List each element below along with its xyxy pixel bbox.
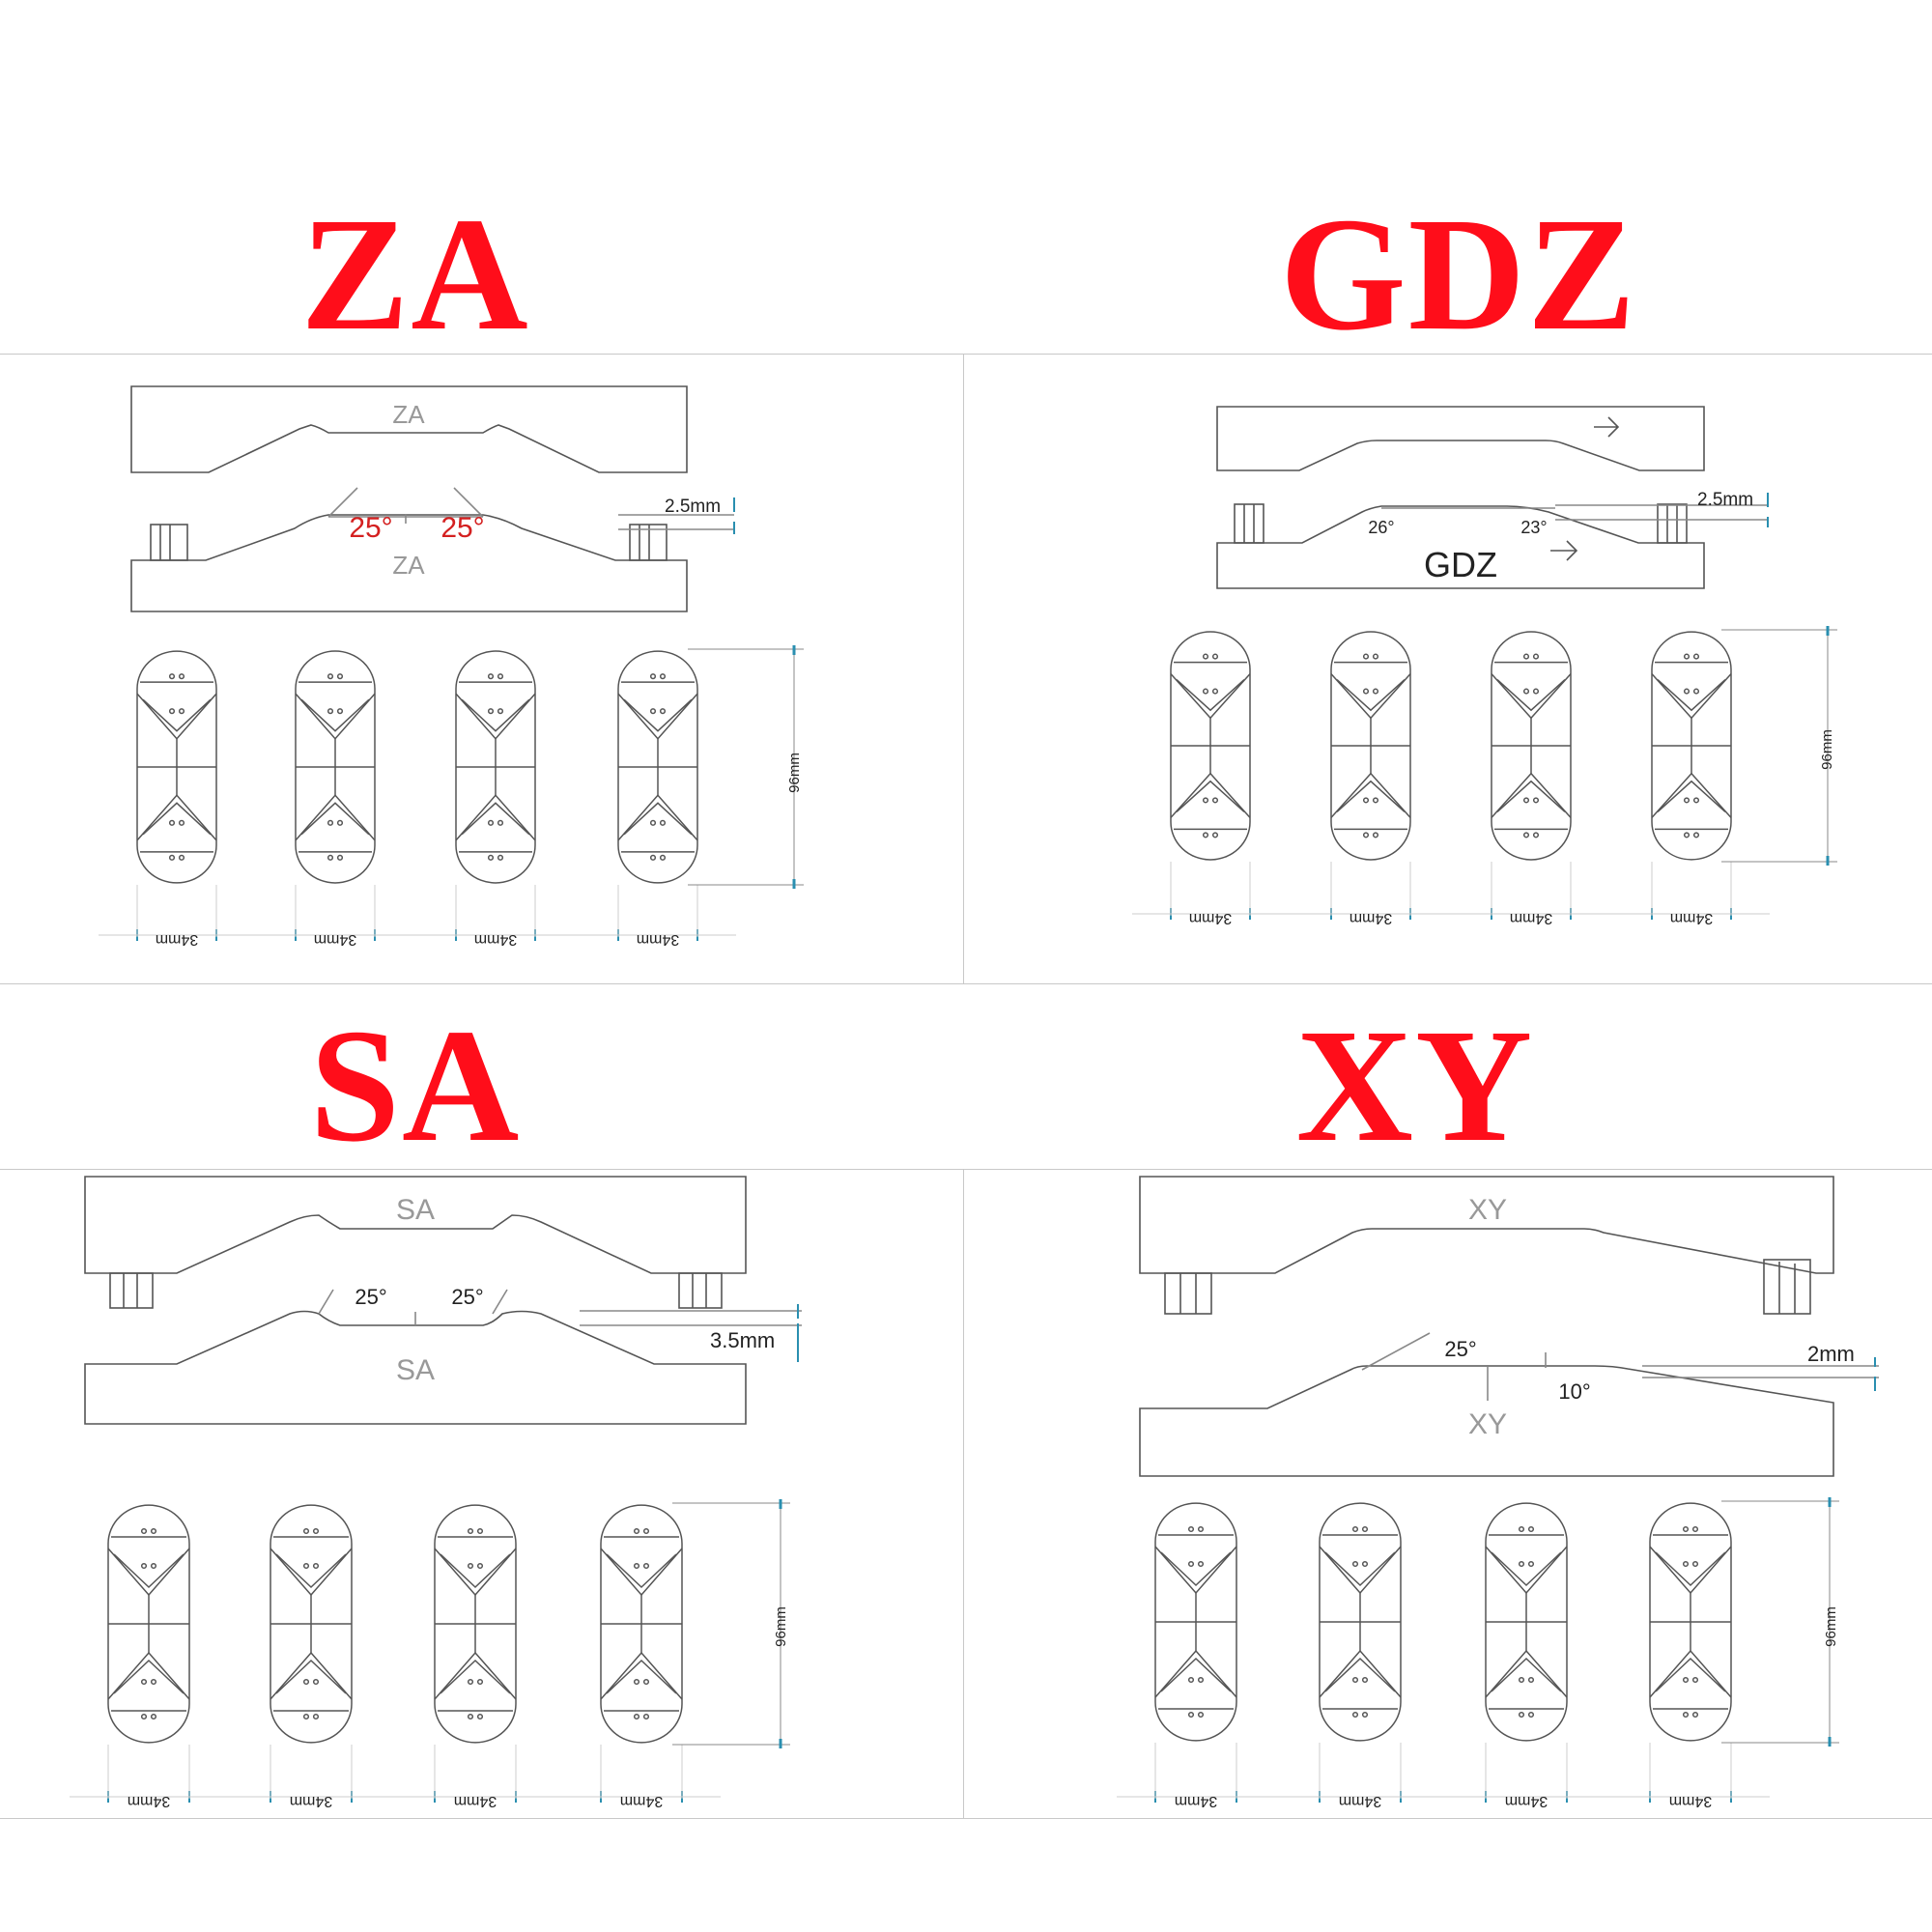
panel-divider-vertical-top bbox=[963, 354, 964, 983]
panel-divider-middle bbox=[0, 983, 966, 984]
section-title-sa: SA bbox=[309, 996, 522, 1176]
panel-divider-top bbox=[0, 354, 1932, 355]
deck-width-label: 34mm bbox=[290, 1793, 332, 1809]
arrow-icon bbox=[1550, 540, 1578, 561]
deck-width-ticks bbox=[434, 1745, 517, 1803]
gdz-gap-dimension: 2.5mm bbox=[1697, 490, 1753, 510]
xy-top-mold bbox=[1139, 1176, 1834, 1274]
gdz-mold-drawing bbox=[1216, 406, 1768, 589]
panel-divider-lower bbox=[0, 1169, 1932, 1170]
xy-angle-left: 25° bbox=[1444, 1337, 1476, 1361]
deck-width-label: 34mm bbox=[637, 931, 679, 948]
sa-angle-right: 25° bbox=[451, 1285, 483, 1309]
xy-length-dimension: 96mm bbox=[1823, 1606, 1839, 1647]
deck-width-label: 34mm bbox=[454, 1793, 497, 1809]
deck-width-label: 34mm bbox=[1669, 1793, 1712, 1809]
xy-pin-right bbox=[1763, 1259, 1811, 1315]
sa-gap-dimension: 3.5mm bbox=[710, 1328, 775, 1352]
deck-width-label: 34mm bbox=[1350, 910, 1392, 926]
sa-mold-drawing bbox=[84, 1176, 802, 1425]
deck-width-label: 34mm bbox=[474, 931, 517, 948]
za-pin-right bbox=[629, 524, 668, 561]
deck-width-label: 34mm bbox=[314, 931, 356, 948]
sa-top-mold bbox=[84, 1176, 747, 1274]
sa-bottom-mold-label: SA bbox=[396, 1354, 435, 1386]
xy-gap-dimension: 2mm bbox=[1807, 1342, 1855, 1366]
deck-width-label: 34mm bbox=[1670, 910, 1713, 926]
sa-pin-right bbox=[678, 1272, 723, 1309]
deck-top-view bbox=[434, 1504, 517, 1744]
gdz-angle-right: 23° bbox=[1520, 518, 1547, 537]
xy-angle-right: 10° bbox=[1558, 1379, 1590, 1404]
arrow-icon bbox=[1594, 416, 1620, 438]
deck-top-view bbox=[1170, 631, 1251, 861]
panel-divider-vertical-bottom bbox=[963, 1169, 964, 1818]
za-top-mold-label: ZA bbox=[392, 400, 425, 429]
sa-angle-left: 25° bbox=[355, 1285, 386, 1309]
deck-top-view bbox=[455, 650, 536, 884]
deck-width-label: 34mm bbox=[620, 1793, 663, 1809]
deck-top-view bbox=[295, 650, 376, 884]
deck-top-view bbox=[1330, 631, 1411, 861]
section-title-gdz: GDZ bbox=[1279, 185, 1638, 364]
panel-divider-bottom bbox=[0, 1818, 1932, 1819]
gdz-pin-left bbox=[1234, 503, 1264, 544]
deck-length-dimension-line bbox=[1132, 626, 1837, 915]
deck-width-label: 34mm bbox=[1339, 1793, 1381, 1809]
sa-length-dimension: 96mm bbox=[773, 1606, 789, 1647]
deck-width-label: 34mm bbox=[1175, 1793, 1217, 1809]
za-top-mold bbox=[130, 385, 688, 473]
panel-divider-middle-right bbox=[962, 983, 1932, 984]
deck-width-label: 34mm bbox=[1510, 910, 1552, 926]
sa-bottom-mold bbox=[84, 1310, 747, 1425]
deck-top-view bbox=[617, 650, 698, 884]
xy-pin-left bbox=[1164, 1272, 1212, 1315]
xy-mold-drawing bbox=[1139, 1176, 1879, 1477]
sa-top-mold-label: SA bbox=[396, 1194, 435, 1226]
deck-width-label: 34mm bbox=[128, 1793, 170, 1809]
section-title-xy: XY bbox=[1295, 996, 1535, 1176]
deck-top-view bbox=[1319, 1502, 1402, 1742]
deck-top-view bbox=[136, 650, 217, 884]
xy-top-mold-label: XY bbox=[1468, 1194, 1507, 1226]
gdz-bottom-mold-label: GDZ bbox=[1424, 545, 1497, 584]
za-bottom-mold bbox=[130, 514, 688, 612]
gdz-length-dimension: 96mm bbox=[1819, 729, 1835, 770]
deck-top-view bbox=[270, 1504, 353, 1744]
section-title-za: ZA bbox=[300, 185, 530, 364]
deck-top-view bbox=[1485, 1502, 1568, 1742]
za-mold-drawing bbox=[130, 385, 734, 612]
deck-length-dimension-line bbox=[70, 1499, 790, 1798]
gdz-top-mold bbox=[1216, 406, 1705, 471]
deck-top-view bbox=[1154, 1502, 1237, 1742]
za-angle-left: 25° bbox=[349, 512, 392, 544]
gdz-angle-left: 26° bbox=[1368, 518, 1394, 537]
deck-width-label: 34mm bbox=[1505, 1793, 1548, 1809]
za-pin-left bbox=[150, 524, 188, 561]
deck-width-label: 34mm bbox=[156, 931, 198, 948]
za-angle-right: 25° bbox=[440, 512, 484, 544]
xy-bottom-mold bbox=[1139, 1365, 1834, 1477]
deck-top-view bbox=[1651, 631, 1732, 861]
deck-length-dimension-line bbox=[99, 645, 804, 936]
xy-bottom-mold-label: XY bbox=[1468, 1408, 1507, 1440]
gdz-bottom-mold bbox=[1216, 505, 1705, 589]
deck-top-view bbox=[1491, 631, 1572, 861]
za-bottom-mold-label: ZA bbox=[392, 551, 425, 580]
deck-length-dimension-line bbox=[1117, 1497, 1839, 1798]
sa-pin-left bbox=[109, 1272, 154, 1309]
deck-width-label: 34mm bbox=[1189, 910, 1232, 926]
deck-top-view bbox=[1649, 1502, 1732, 1742]
za-length-dimension: 96mm bbox=[786, 753, 803, 793]
deck-top-view bbox=[107, 1504, 190, 1744]
gdz-pin-right bbox=[1657, 503, 1688, 544]
deck-top-view bbox=[600, 1504, 683, 1744]
za-gap-dimension: 2.5mm bbox=[665, 497, 721, 517]
